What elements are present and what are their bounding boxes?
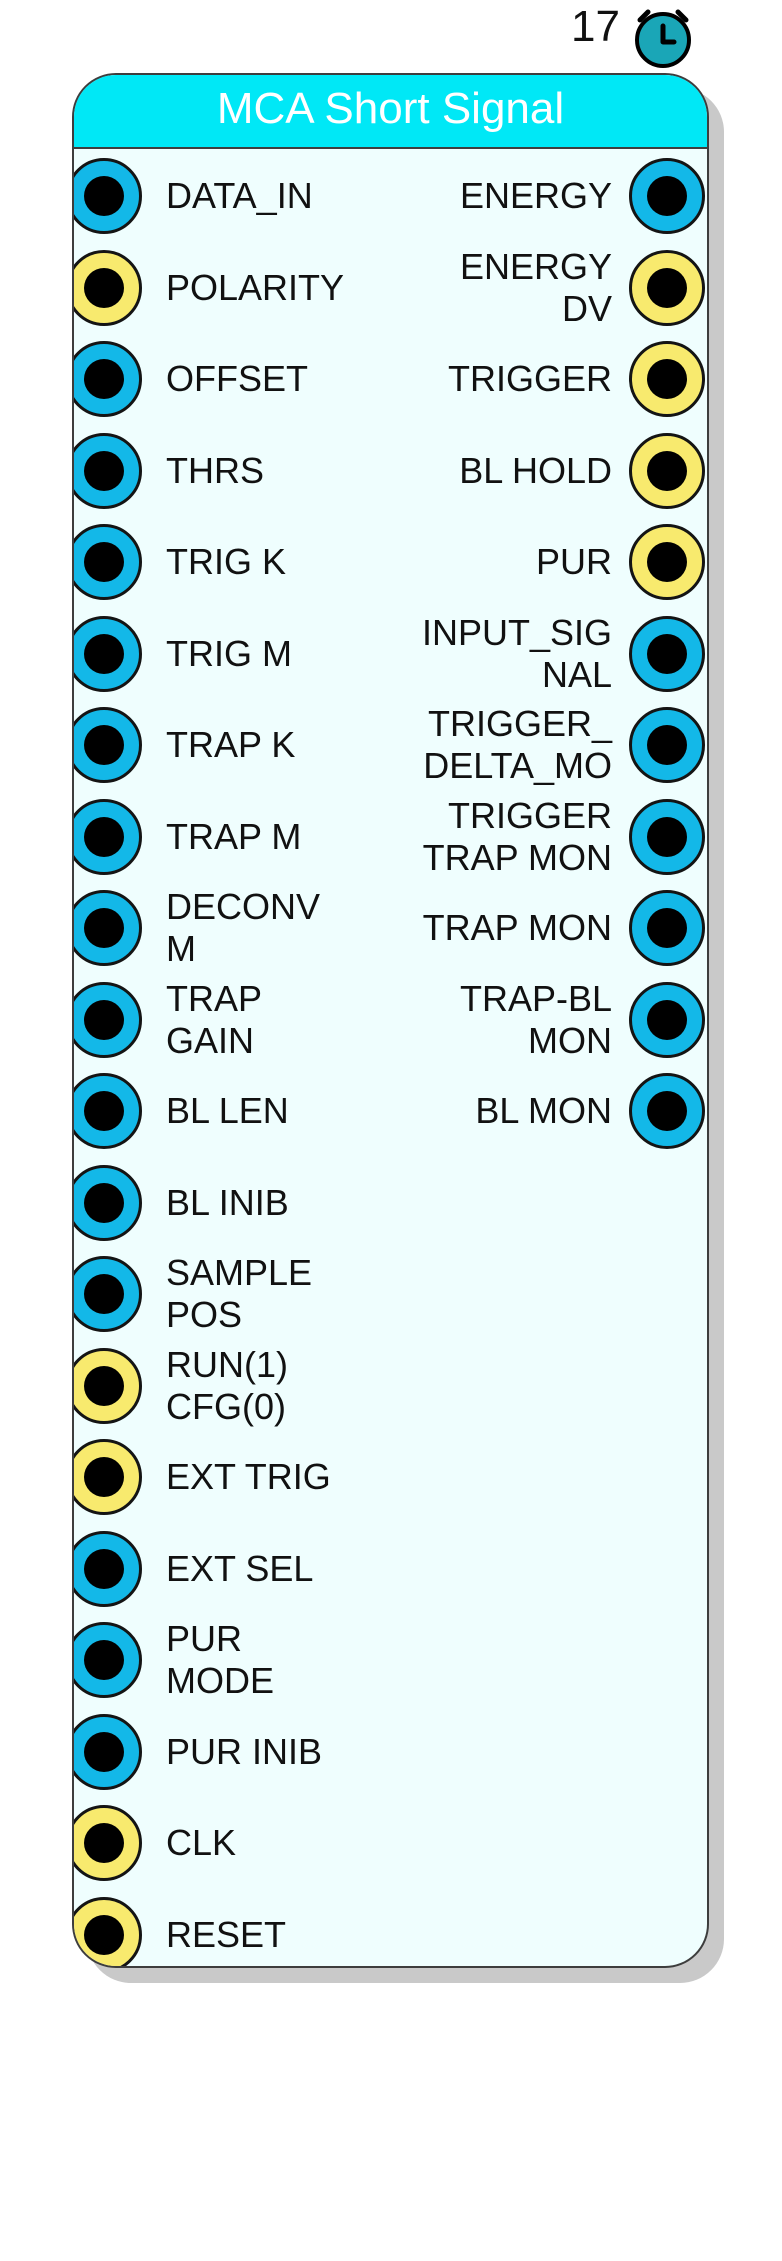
output-label: TRIGGER_ DELTA_MO [423,703,612,786]
input-label: BL INIB [166,1181,289,1223]
input-port-trig-k[interactable] [74,524,142,600]
output-label: ENERGY [459,175,612,216]
input-label: EXT TRIG [166,1456,331,1497]
clock-icon [635,9,691,68]
output-port-energy[interactable] [629,158,705,234]
output-label: BL MON [475,1090,612,1131]
output-port-bl-mon[interactable] [629,1073,705,1149]
input-port-trap-m[interactable] [74,798,142,875]
input-label: SAMPLE POS [166,1252,313,1335]
input-label: POLARITY [166,266,345,308]
input-port-trap-gain[interactable] [74,981,142,1058]
output-label: TRAP MON [422,907,612,948]
input-label: EXT SEL [166,1547,314,1589]
output-port-trap-bl-mon[interactable] [629,981,705,1058]
input-port-reset[interactable] [74,1896,142,1966]
output-port-energy-dv[interactable] [629,249,705,326]
output-label: ENERGY DV [459,245,612,329]
output-label: INPUT_SIG NAL [421,611,612,695]
block-header: MCA Short Signal [74,75,707,149]
output-port-bl-hold[interactable] [629,432,705,509]
input-label: DATA_IN [166,175,313,216]
output-label: PUR [535,541,612,582]
output-port-trigger-trap-mon[interactable] [629,798,705,875]
input-port-pur-inib[interactable] [74,1713,142,1790]
input-port-bl-len[interactable] [74,1073,142,1149]
output-port-trap-mon[interactable] [629,890,705,966]
input-label: PUR INIB [166,1730,323,1772]
block-title: MCA Short Signal [216,84,565,133]
input-port-ext-trig[interactable] [74,1439,142,1515]
output-port-input-sig-nal[interactable] [629,615,705,692]
input-label: BL LEN [166,1090,289,1131]
input-port-trig-m[interactable] [74,615,142,692]
output-label: TRIGGER [447,358,612,399]
input-port-ext-sel[interactable] [74,1530,142,1607]
input-port-thrs[interactable] [74,432,142,509]
output-label: TRAP-BL MON [459,977,612,1061]
input-port-trap-k[interactable] [74,707,142,783]
input-port-pur-mode[interactable] [74,1622,142,1698]
input-label: TRIG M [166,632,292,674]
input-label: PUR MODE [166,1618,274,1701]
input-port-offset[interactable] [74,341,142,417]
input-label: RESET [166,1913,287,1955]
input-label: TRIG K [166,541,287,582]
output-port-pur[interactable] [629,524,705,600]
output-label: TRIGGER TRAP MON [422,794,612,878]
input-port-clk[interactable] [74,1805,142,1881]
input-label: TRAP K [166,724,296,765]
input-label: THRS [166,449,264,491]
output-port-trigger-delta-mo[interactable] [629,707,705,783]
input-label: CLK [166,1822,237,1863]
input-label: TRAP GAIN [166,977,263,1061]
input-port-run-1-cfg-0[interactable] [74,1347,142,1424]
input-port-data-in[interactable] [74,158,142,234]
input-port-polarity[interactable] [74,249,142,326]
output-port-trigger[interactable] [629,341,705,417]
execution-order-number: 17 [571,2,620,51]
input-label: OFFSET [166,358,308,399]
input-port-sample-pos[interactable] [74,1256,142,1332]
input-label: TRAP M [166,815,302,857]
input-label: RUN(1) CFG(0) [166,1343,288,1427]
input-port-bl-inib[interactable] [74,1164,142,1241]
output-label: BL HOLD [459,449,612,491]
mca-short-signal-block[interactable]: MCA Short Signal DATA_IN POLARITY OFFSET TH… [72,73,709,1968]
input-label: DECONV M [166,886,321,969]
input-port-deconv-m[interactable] [74,890,142,966]
execution-order-badge: 17 [560,0,700,70]
